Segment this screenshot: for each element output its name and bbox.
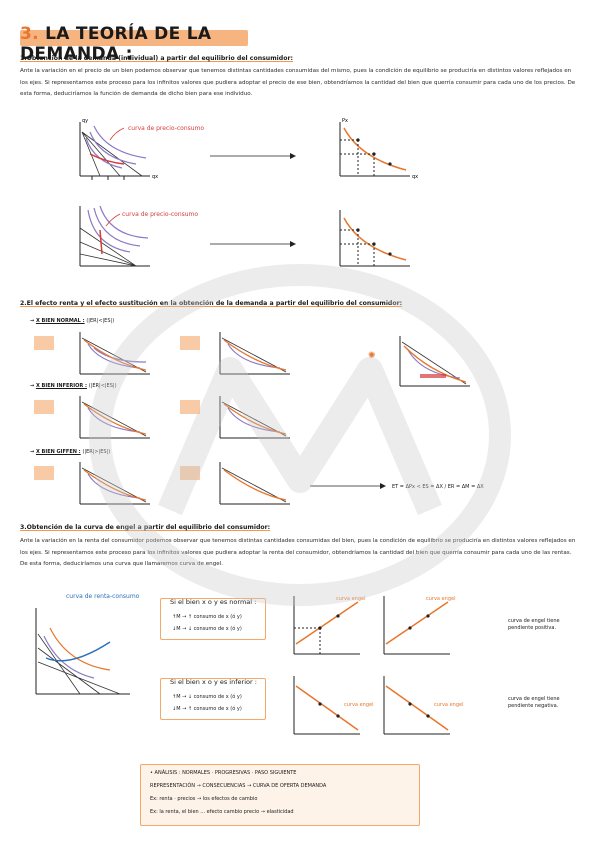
footer-line2: REPRESENTACIÓN → CONSECUENCIAS → CURVA D… [150,783,327,789]
effect-graphs-row1 [34,332,290,375]
svg-text:Px: Px [342,118,348,124]
section2-diagrams: ✺ [34,332,470,505]
svg-text:qx: qx [412,174,418,180]
indiff-map-bottom: curva de precio-consumo [79,205,198,267]
inferior-good-line1: ↑M → ↓ consumo de x (ó y) [172,694,242,700]
engel-label-neg-2: curva engel [434,702,463,708]
section3-heading: 3.Obtención de la curva de engel a parti… [20,524,271,531]
giffen-formula: ET = ΔPx < ES = ΔX / ER = ΔM = ΔX [392,484,484,490]
case-inferior-label: → X BIEN INFERIOR : (|ER|<|ES|) [30,383,117,389]
section1-paragraph: Ante la variación en el precio de un bie… [20,68,576,97]
normal-good-line2: ↓M → ↓ consumo de x (ó y) [172,626,242,632]
right-effect-graph: ✺ [368,336,470,387]
section1-diagrams: curva de precio-consumo qx qy qx Px curv… [79,118,418,267]
effect-graphs-row2 [34,396,290,439]
engel-label-pos-2: curva engel [426,596,455,602]
engel-label-neg-1: curva engel [344,702,373,708]
svg-text:qy: qy [82,118,88,124]
effect-graphs-row3 [34,462,386,505]
indiff-map-top [79,122,150,180]
normal-good-title: Si el bien x o y es normal : [170,598,257,606]
demand-curve-bottom [339,210,410,267]
svg-text:curva de renta-consumo: curva de renta-consumo [66,593,140,600]
renta-consumo-graph: curva de renta-consumo [35,593,140,695]
svg-text:✺: ✺ [368,351,376,361]
engel-positive-note: curva de engel tiene pendiente positiva. [508,618,560,631]
footer-box [140,764,420,826]
engel-negative-note: curva de engel tiene pendiente negativa. [508,696,560,709]
title-text: LA TEORÍA DE LA DEMANDA : [20,24,212,64]
section3-paragraph: Ante la variación en la renta del consum… [20,538,576,567]
engel-positive [293,596,450,655]
case-giffen-label: → X BIEN GIFFEN : (|ER|>|ES|) [30,449,111,455]
inferior-good-line2: ↓M → ↑ consumo de x (ó y) [172,706,242,712]
footer-line3: Ex: renta · precios → los efectos de cam… [150,796,258,802]
page-title: 3. LA TEORÍA DE LA DEMANDA : [20,24,260,64]
demand-curve-top: qx Px [339,118,418,180]
footer-line1: • ANÁLISIS : NORMALES · PROGRESIVAS · PA… [150,770,297,776]
svg-text:curva de precio-consumo: curva de precio-consumo [128,125,204,132]
section2-heading: 2.El efecto renta y el efecto sustitució… [20,300,403,307]
inferior-good-title: Si el bien x o y es inferior : [170,678,257,686]
case-normal-label: → X BIEN NORMAL : (|ER|<|ES|) [30,318,115,324]
normal-good-line1: ↑M → ↑ consumo de x (ó y) [172,614,242,620]
engel-graphs: curva engel curva engel curva engel curv… [293,596,463,735]
title-highlight [20,30,248,46]
footer-line4: Ex: la renta, el bien ... efecto cambio … [150,809,294,815]
indiff-map-top-label: curva de precio-consumo qx qy [82,118,204,180]
engel-label-pos-1: curva engel [336,596,365,602]
section1-heading: 1.Obtención de la demanda (individual) a… [20,55,293,62]
svg-text:qx: qx [152,174,158,180]
svg-text:curva de precio-consumo: curva de precio-consumo [122,211,198,218]
normal-good-box [160,598,266,640]
inferior-good-box [160,678,266,720]
title-number: 3. [20,24,39,44]
engel-negative [293,676,450,735]
